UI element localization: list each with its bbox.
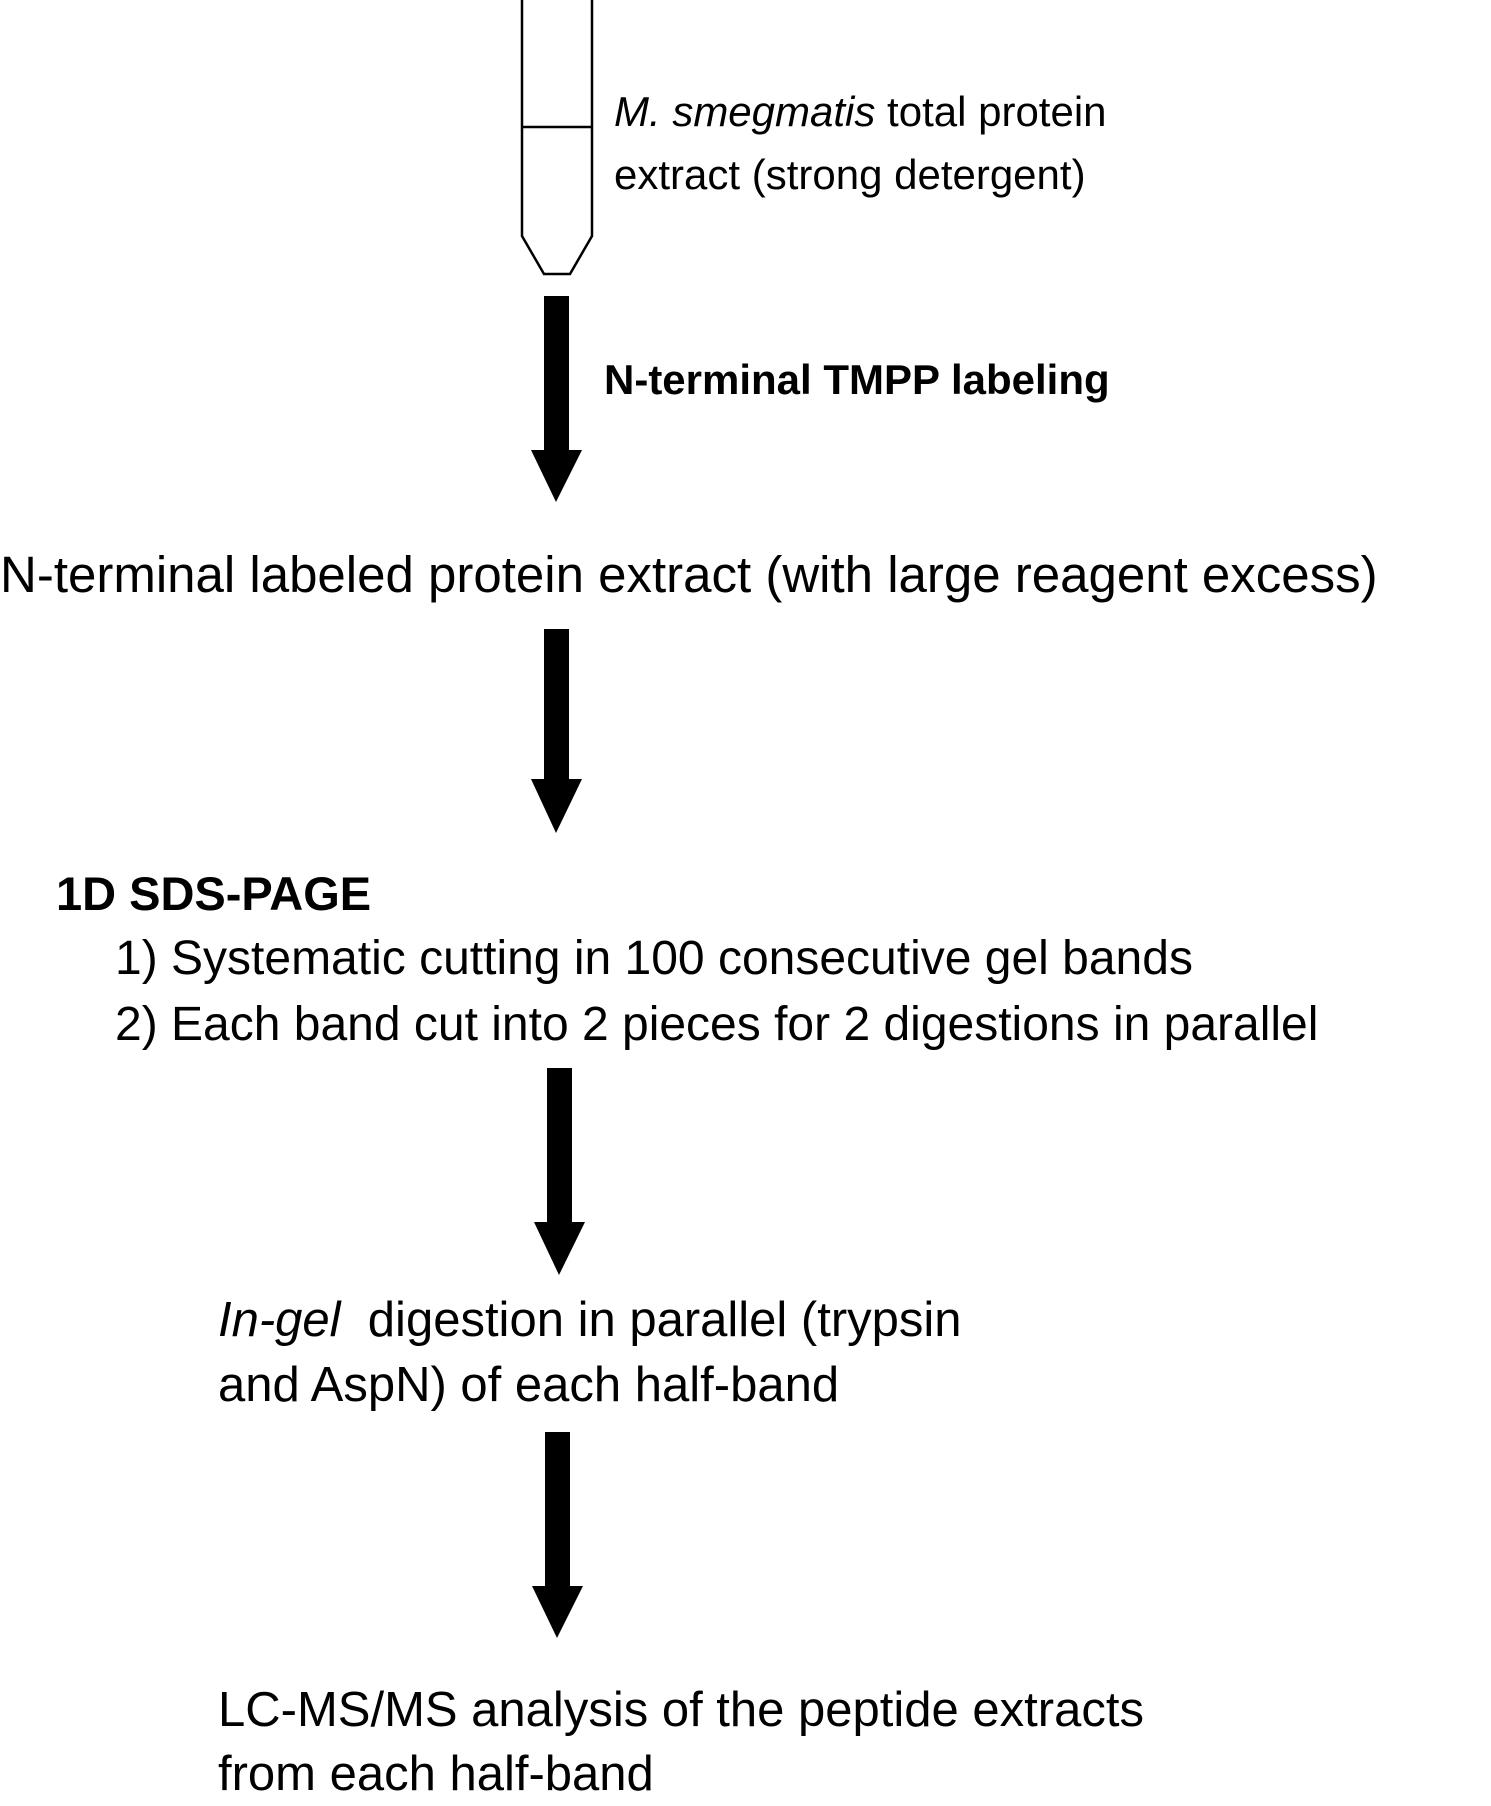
tube-label-line1-rest: total protein [875,88,1107,135]
digestion-line1-rest: digestion in parallel (trypsin [340,1293,962,1347]
tube-label-line1: M. smegmatis total protein [614,80,1107,143]
analysis-line2: from each half-band [218,1747,654,1801]
arrow-down-icon [531,629,582,833]
analysis-text: LC-MS/MS analysis of the peptide extract… [218,1678,1144,1806]
substep-2: 2) Each band cut into 2 pieces for 2 dig… [115,998,1319,1051]
sds-page-heading: 1D SDS-PAGE [56,867,372,920]
labeled-extract-text: N-terminal labeled protein extract (with… [0,546,1378,603]
arrow-down-icon [532,1432,583,1638]
analysis-line1: LC-MS/MS analysis of the peptide extract… [218,1683,1144,1737]
arrow-down-icon [531,296,582,502]
sds-page-substeps: 1) Systematic cutting in 100 consecutive… [115,926,1318,1058]
digestion-line2: and AspN) of each half-band [218,1358,840,1412]
substep-1: 1) Systematic cutting in 100 consecutive… [115,932,1193,985]
digestion-text: In-gel digestion in parallel (trypsin an… [218,1288,962,1418]
in-gel-term: In-gel [218,1293,341,1347]
tube-label-line2: extract (strong detergent) [614,151,1086,198]
digestion-line1: In-gel digestion in parallel (trypsin [218,1288,962,1353]
organism-name: M. smegmatis [614,88,876,135]
tube-label: M. smegmatis total protein extract (stro… [614,80,1107,206]
labeling-step-label: N-terminal TMPP labeling [604,356,1110,403]
test-tube-icon [520,0,594,276]
arrow-down-icon [534,1068,585,1275]
